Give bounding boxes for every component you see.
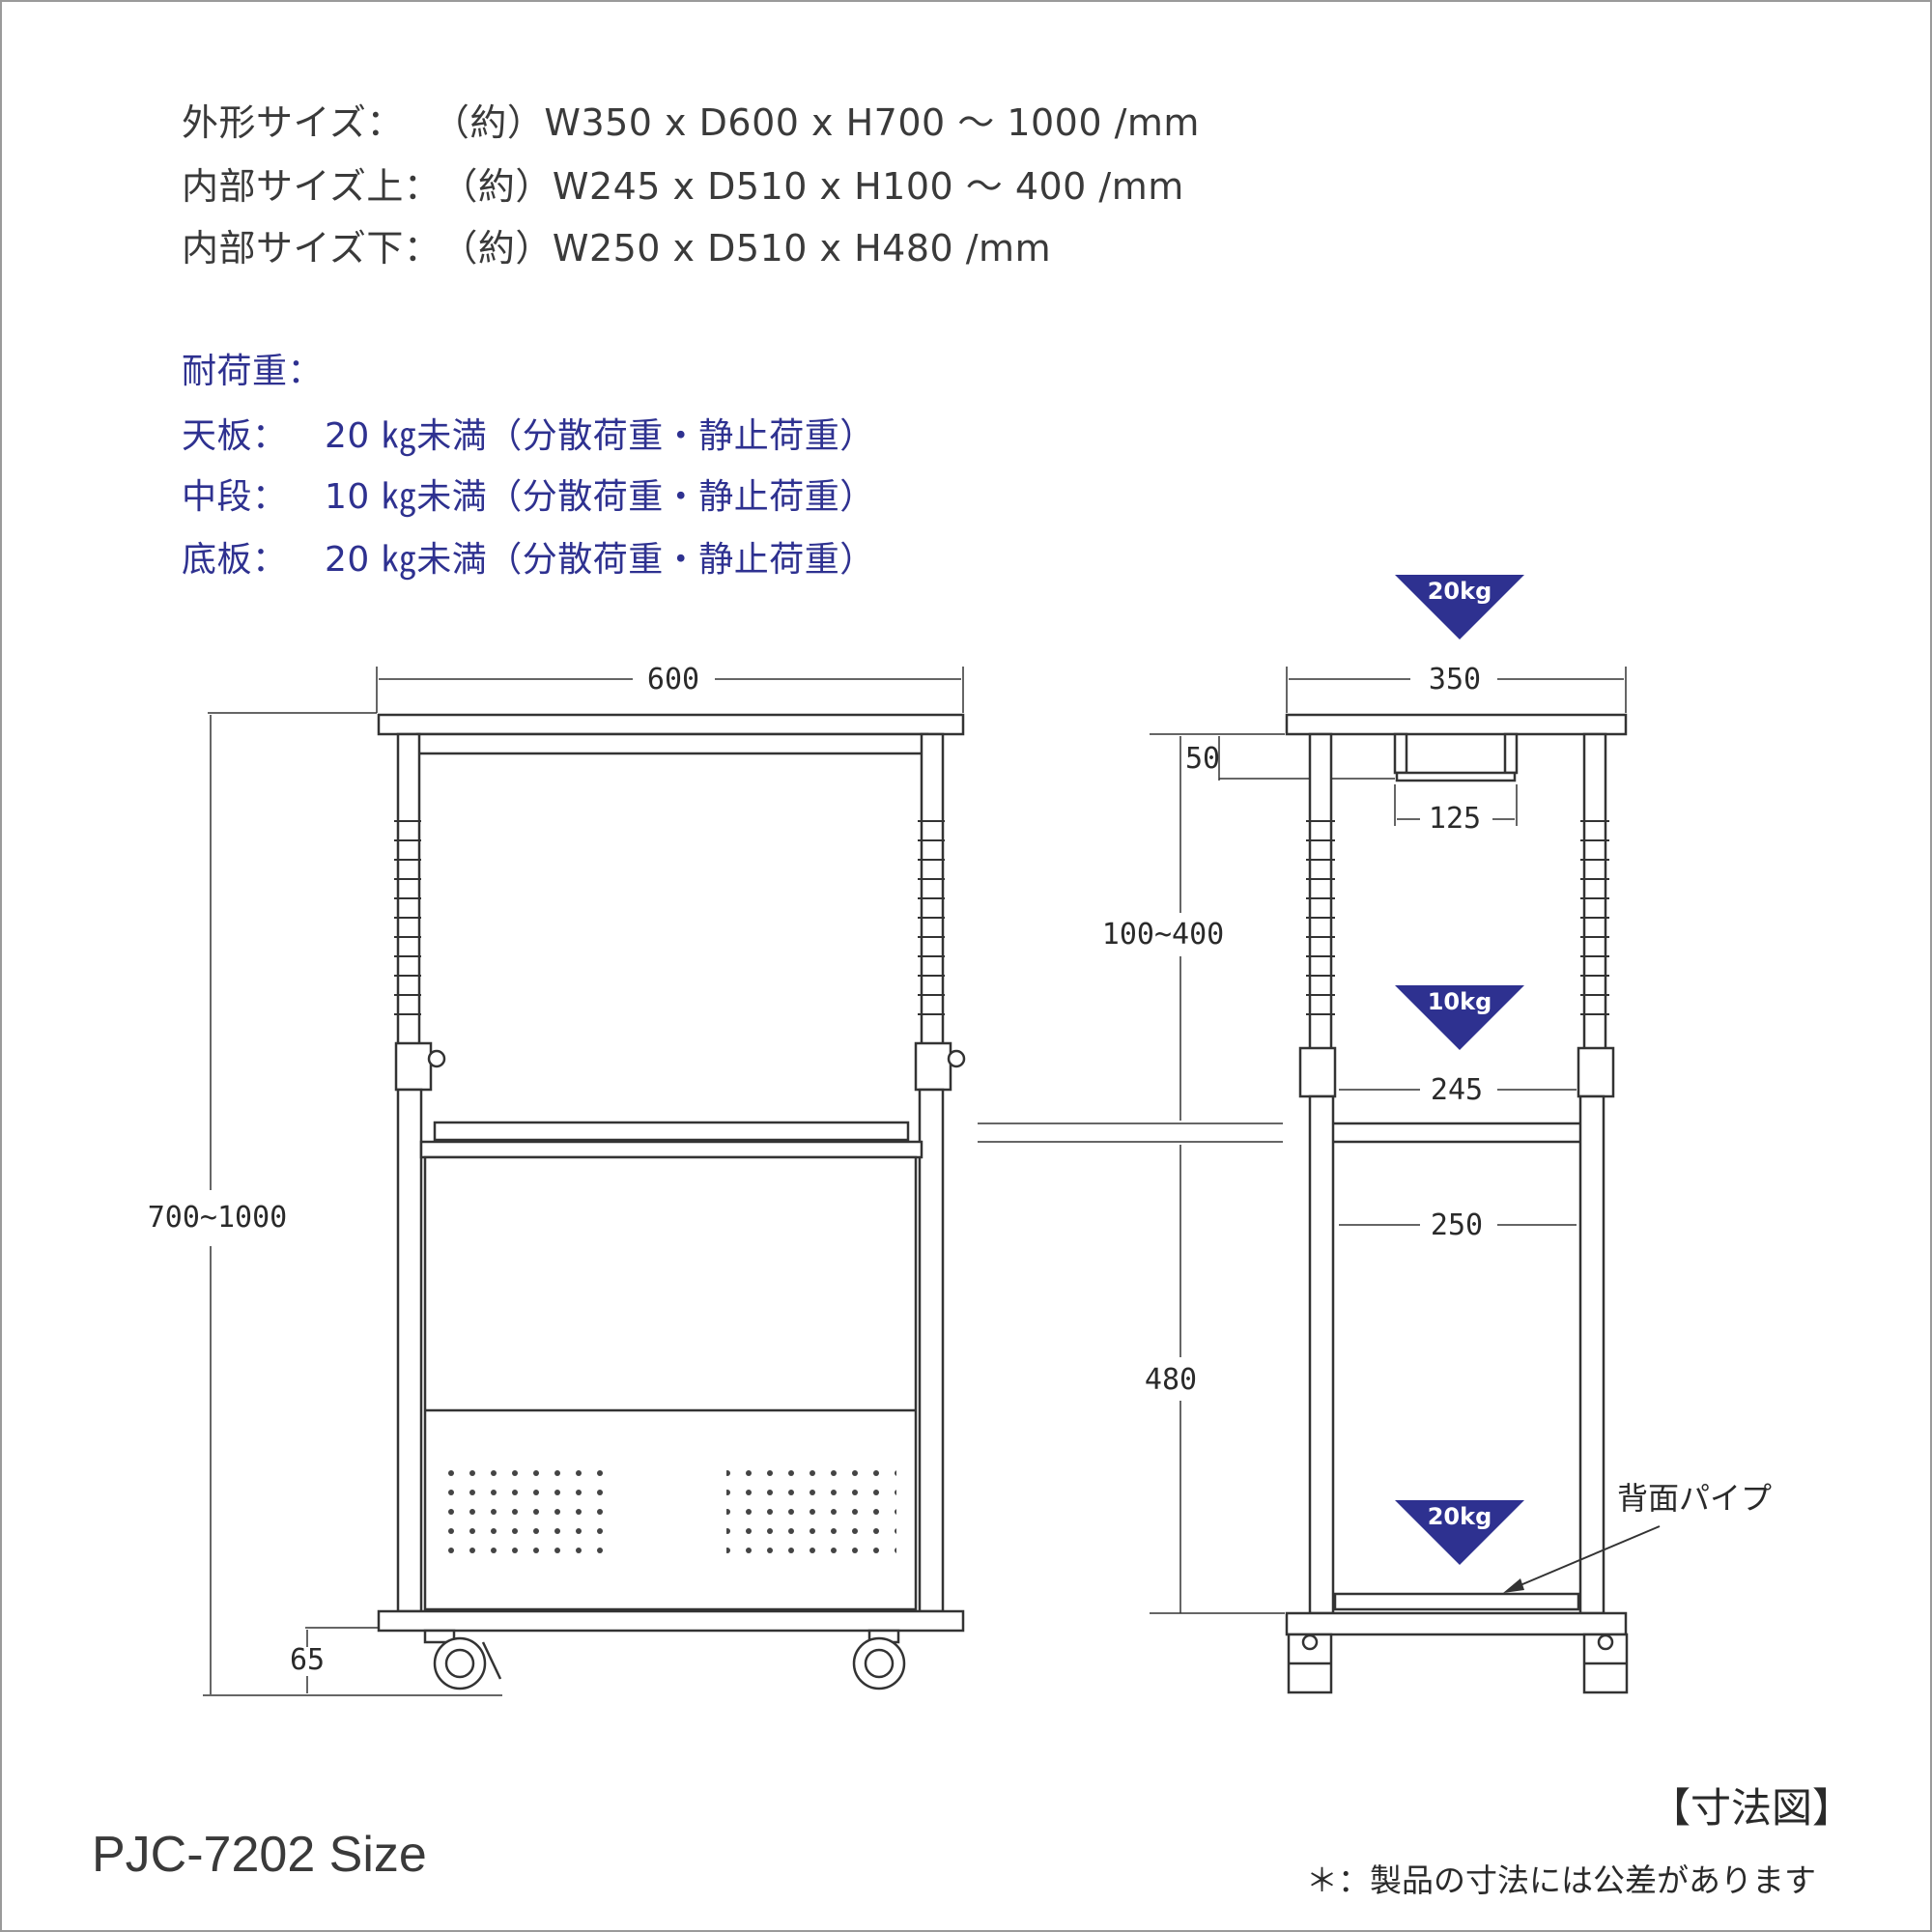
spec-label: 内部サイズ下： — [182, 227, 441, 270]
side-width-dim: 350 — [1429, 663, 1481, 696]
load-row-middle: 中段： 10 ㎏未満（分散荷重・静止荷重） — [182, 469, 916, 517]
spec-outer-size: 外形サイズ： （約）W350 x D600 x H700 ～ 1000 /mm — [182, 93, 1200, 146]
side-inner-upper-width-dim: 245 — [1431, 1073, 1483, 1107]
load-row-bottom: 底板： 20 ㎏未満（分散荷重・静止荷重） — [182, 531, 916, 580]
load-badge-top-text: 20kg — [1428, 578, 1492, 605]
load-label: 天板： — [182, 416, 288, 456]
load-badge-bottom — [1395, 1500, 1524, 1565]
side-handle-dim: 125 — [1429, 802, 1481, 836]
spec-value: （約）W245 x D510 x H100 ～ 400 /mm — [440, 165, 1184, 208]
side-upper-height-dim: 100~400 — [1102, 918, 1224, 952]
spec-value: （約）W250 x D510 x H480 /mm — [440, 227, 1052, 270]
load-badge-top — [1395, 575, 1524, 639]
load-badge-bottom-text: 20kg — [1428, 1503, 1492, 1530]
load-badge-middle-text: 10kg — [1428, 988, 1492, 1015]
load-badge-middle — [1395, 985, 1524, 1050]
rear-pipe-label: 背面パイプ — [1617, 1480, 1772, 1517]
load-value: 10 ㎏未満（分散荷重・静止荷重） — [325, 477, 875, 517]
side-inner-lower-width-dim: 250 — [1431, 1208, 1483, 1242]
rear-pipe-arrowhead — [1503, 1578, 1524, 1593]
side-view — [1150, 667, 1629, 1694]
product-title: PJC-7202 Size — [92, 1827, 427, 1883]
tolerance-note: ＊：製品の寸法には公差があります — [1306, 1861, 1816, 1899]
spec-value: （約）W350 x D600 x H700 ～ 1000 /mm — [432, 101, 1200, 144]
rear-pipe-leader — [1508, 1525, 1661, 1591]
figure-label: 【寸法図】 — [1650, 1784, 1854, 1832]
load-heading: 耐荷重： — [182, 352, 324, 391]
side-offset-dim: 50 — [1185, 742, 1220, 776]
spec-inner-lower-size: 内部サイズ下：（約）W250 x D510 x H480 /mm — [182, 218, 1051, 271]
spec-label: 内部サイズ上： — [182, 165, 441, 208]
load-label: 底板： — [182, 540, 288, 580]
load-row-top: 天板： 20 ㎏未満（分散荷重・静止荷重） — [182, 408, 916, 456]
front-bottom-dim: 65 — [290, 1643, 325, 1677]
load-label: 中段： — [182, 477, 288, 517]
front-width-dim: 600 — [647, 663, 699, 696]
load-value: 20 ㎏未満（分散荷重・静止荷重） — [325, 540, 875, 580]
spec-label: 外形サイズ： — [182, 101, 404, 144]
load-value: 20 ㎏未満（分散荷重・静止荷重） — [325, 416, 875, 456]
side-lower-height-dim: 480 — [1145, 1363, 1197, 1397]
front-height-dim: 700~1000 — [148, 1201, 288, 1235]
spec-inner-upper-size: 内部サイズ上：（約）W245 x D510 x H100 ～ 400 /mm — [182, 156, 1184, 210]
